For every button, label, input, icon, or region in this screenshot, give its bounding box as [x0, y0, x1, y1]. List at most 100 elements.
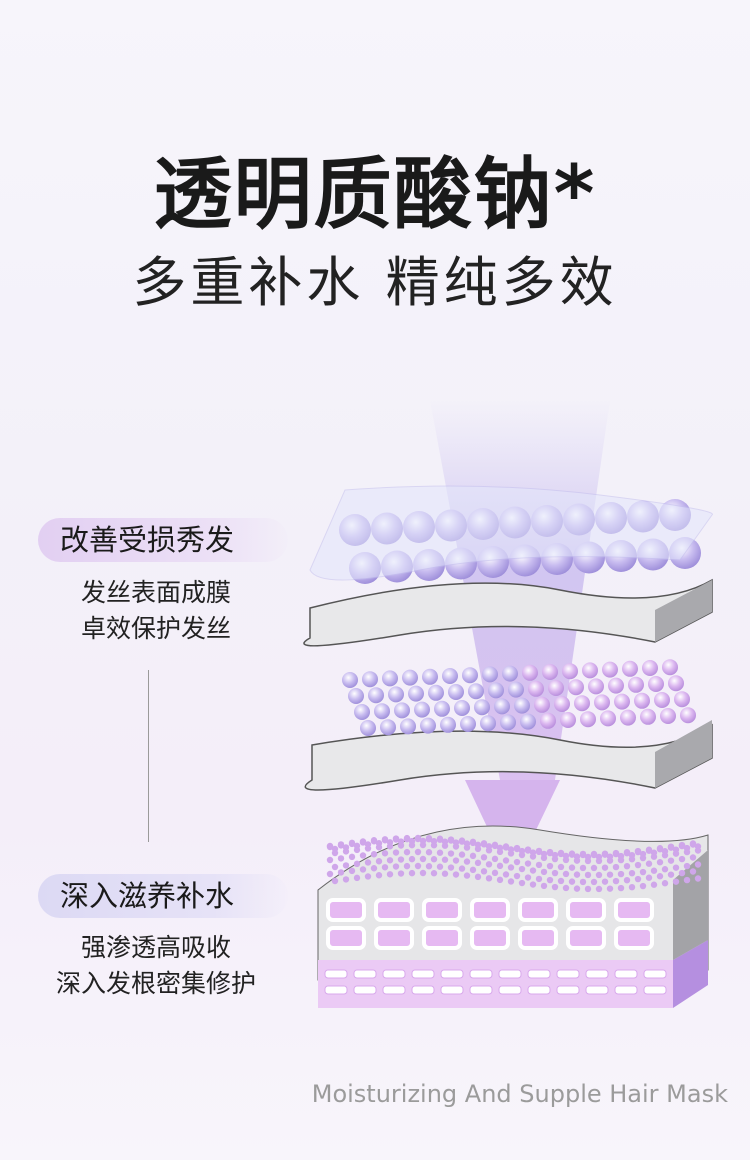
molecule-dot — [386, 871, 394, 878]
molecule-dot — [480, 840, 488, 847]
molecule-ball — [488, 682, 504, 699]
molecule-ball — [474, 699, 490, 716]
molecule-ball — [542, 664, 558, 680]
molecule-dot — [447, 864, 455, 871]
molecule-ball — [640, 708, 656, 725]
molecule-ball — [520, 713, 536, 730]
molecule-ball — [562, 663, 578, 680]
molecule-dot — [441, 870, 449, 877]
molecule-dot — [507, 850, 515, 857]
feature-desc-repair: 发丝表面成膜 卓效保护发丝 — [36, 575, 276, 647]
molecule-ball — [442, 668, 458, 684]
molecule-dot — [513, 858, 521, 866]
molecule-dot — [606, 857, 614, 864]
molecule-dot — [529, 881, 537, 888]
feature-desc-line: 强渗透高吸收 — [80, 933, 231, 962]
molecule-dot — [546, 876, 554, 884]
molecule-dot — [694, 847, 702, 854]
molecule-dot — [694, 875, 702, 882]
molecule-dot — [425, 835, 433, 842]
molecule-dot — [568, 850, 576, 857]
molecule-ball — [342, 672, 358, 688]
molecule-dot — [353, 860, 361, 868]
molecule-ball — [448, 684, 464, 700]
molecule-dot — [617, 884, 625, 892]
feature-desc-line: 深入发根密集修护 — [55, 969, 256, 998]
molecule-dot — [518, 879, 526, 887]
molecule-dot — [496, 876, 504, 884]
root-cell — [353, 969, 377, 979]
molecule-dot — [408, 841, 416, 849]
hair-cell — [566, 898, 606, 922]
molecule-dot — [590, 878, 598, 886]
molecule-dot — [381, 850, 389, 857]
molecule-dot — [612, 849, 620, 857]
molecule-ball — [508, 681, 524, 698]
molecule-dot — [392, 863, 400, 870]
root-cell — [643, 985, 667, 995]
molecule-dot — [480, 868, 488, 875]
molecule-ball — [608, 677, 624, 694]
molecule-dot — [403, 848, 411, 856]
molecule-dot — [392, 835, 400, 842]
layer-top — [303, 485, 713, 647]
molecule-ball — [480, 715, 496, 732]
page-title: 透明质酸钠* — [153, 150, 597, 240]
hair-cell — [374, 898, 414, 922]
molecule-dot — [667, 871, 675, 878]
molecule-dot — [601, 864, 609, 871]
molecule-dot — [397, 842, 405, 849]
root-cell — [585, 985, 609, 995]
molecule-ball — [602, 661, 618, 678]
molecule-dot — [656, 859, 664, 866]
hair-cell — [614, 898, 654, 922]
molecule-ball — [522, 664, 538, 681]
molecule-dot — [551, 855, 559, 863]
molecule-dot — [650, 881, 658, 888]
molecule-dot — [689, 854, 697, 861]
molecule-ball — [348, 688, 364, 704]
molecule-dot — [430, 842, 438, 849]
molecule-dot — [518, 865, 526, 873]
molecule-ball — [354, 704, 370, 720]
molecule-ball — [414, 701, 430, 718]
molecule-dot — [337, 869, 345, 876]
molecule-dot — [573, 871, 581, 878]
molecule-dot — [348, 853, 356, 861]
molecule-dot — [447, 836, 455, 843]
molecule-ball — [434, 700, 450, 717]
molecule-ball — [568, 679, 584, 696]
molecule-dot — [397, 856, 405, 863]
molecule-dot — [557, 877, 565, 885]
molecule-dot — [645, 846, 653, 853]
molecule-dot — [480, 854, 488, 861]
molecule-ball — [580, 711, 596, 728]
molecule-ball — [382, 670, 398, 687]
molecule-dot — [469, 866, 477, 874]
molecule-dot — [419, 841, 427, 849]
molecule-dot — [689, 840, 697, 847]
molecule-dot — [634, 875, 642, 883]
molecule-dot — [337, 841, 345, 848]
molecule-dot — [348, 839, 356, 847]
molecule-ball — [420, 717, 436, 734]
molecule-dot — [639, 868, 647, 876]
molecule-ball — [594, 694, 610, 711]
molecule-dot — [678, 855, 686, 863]
molecule-dot — [656, 873, 664, 880]
molecule-ball — [394, 702, 410, 719]
molecule-dot — [568, 878, 576, 885]
molecule-dot — [458, 865, 466, 872]
molecule-dot — [595, 871, 603, 879]
feature-label-repair: 改善受损秀发 — [38, 518, 288, 562]
molecule-ball — [500, 714, 516, 731]
molecule-dot — [331, 863, 339, 871]
molecule-ball — [634, 692, 650, 709]
root-cell — [353, 985, 377, 995]
molecule-ball — [374, 703, 390, 720]
molecule-ball — [642, 660, 658, 676]
molecule-dot — [562, 856, 570, 864]
molecule-dot — [551, 869, 559, 877]
molecule-dot — [678, 869, 686, 877]
molecule-dot — [419, 869, 427, 877]
